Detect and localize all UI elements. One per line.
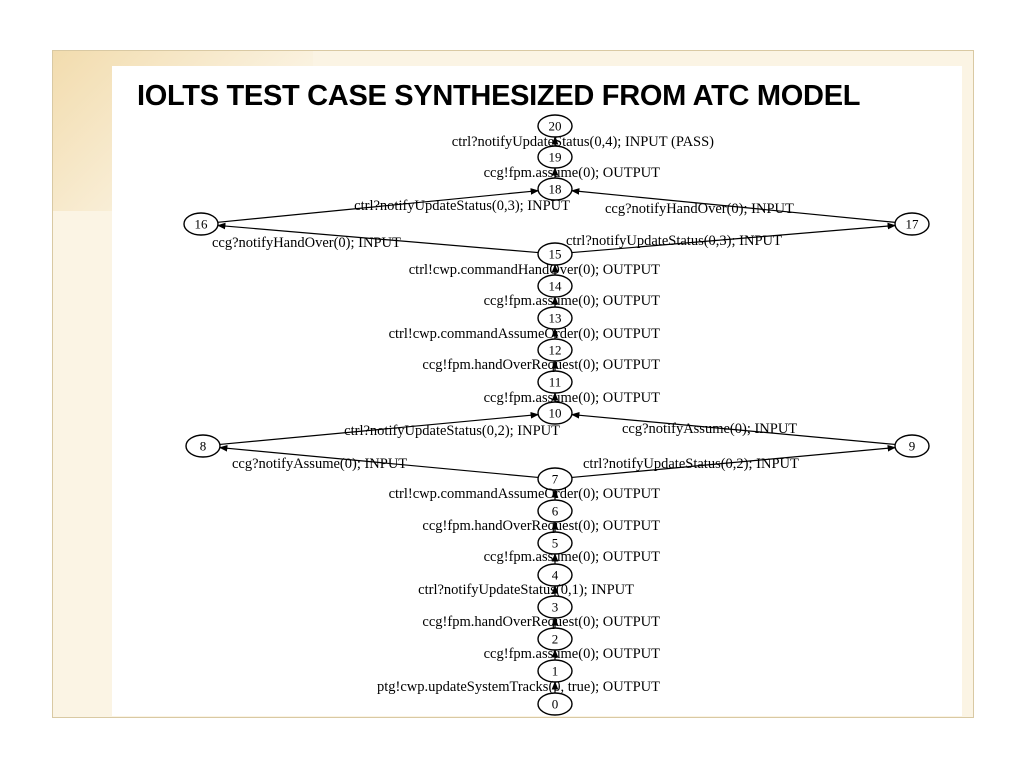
- slide-title: IOLTS TEST CASE SYNTHESIZED FROM ATC MOD…: [137, 80, 861, 112]
- state-circle: [537, 692, 573, 716]
- state-number: 0: [552, 697, 559, 712]
- state-circle: [537, 595, 573, 619]
- state-number: 9: [909, 439, 916, 454]
- state-circle: [537, 499, 573, 523]
- state-node-4: 4: [537, 563, 573, 587]
- transition-arrow-7-9: [571, 444, 897, 479]
- transition-label: ctrl?notifyUpdateStatus(0,3); INPUT: [566, 233, 782, 249]
- transition-label: ccg!fpm.handOverRequest(0); OUTPUT: [422, 357, 660, 373]
- state-number: 15: [549, 247, 562, 262]
- state-number: 2: [552, 632, 559, 647]
- transition-label: ctrl!cwp.commandAssumeOrder(0); OUTPUT: [389, 326, 661, 342]
- state-circle: [537, 563, 573, 587]
- transition-label: ctrl?notifyUpdateStatus(0,4); INPUT (PAS…: [452, 134, 714, 150]
- state-number: 7: [552, 472, 559, 487]
- state-node-2: 2: [537, 627, 573, 651]
- transition-arrow-16-18: [217, 188, 540, 223]
- transition-label: ccg!fpm.assume(0); OUTPUT: [484, 165, 661, 181]
- state-number: 10: [549, 406, 562, 421]
- transition-label: ctrl!cwp.commandAssumeOrder(0); OUTPUT: [389, 486, 661, 502]
- transition-label: ctrl?notifyUpdateStatus(0,3); INPUT: [354, 198, 570, 214]
- state-number: 3: [552, 600, 559, 615]
- state-circle: [183, 212, 219, 236]
- state-node-1: 1: [537, 659, 573, 683]
- state-node-0: 0: [537, 692, 573, 716]
- state-circle: [537, 145, 573, 169]
- transition-arrow-7-8: [218, 444, 539, 479]
- state-number: 14: [549, 279, 563, 294]
- transition-label: ctrl?notifyUpdateStatus(0,1); INPUT: [418, 582, 634, 598]
- state-node-15: 15: [537, 242, 573, 266]
- state-node-13: 13: [537, 306, 573, 330]
- state-number: 17: [906, 217, 920, 232]
- state-node-10: 10: [537, 401, 573, 425]
- state-circle: [537, 306, 573, 330]
- state-node-11: 11: [537, 370, 573, 394]
- state-node-12: 12: [537, 338, 573, 362]
- state-number: 13: [549, 311, 562, 326]
- state-number: 6: [552, 504, 559, 519]
- state-circle: [537, 114, 573, 138]
- state-node-18: 18: [537, 177, 573, 201]
- transition-label: ccg!fpm.handOverRequest(0); OUTPUT: [422, 614, 660, 630]
- state-node-17: 17: [894, 212, 930, 236]
- state-number: 20: [549, 119, 562, 134]
- state-circle: [537, 401, 573, 425]
- state-number: 8: [200, 439, 207, 454]
- state-node-9: 9: [894, 434, 930, 458]
- state-number: 5: [552, 536, 559, 551]
- state-circle: [537, 177, 573, 201]
- state-circle: [537, 338, 573, 362]
- state-circle: [537, 467, 573, 491]
- state-node-8: 8: [185, 434, 221, 458]
- state-circle: [894, 212, 930, 236]
- transition-label: ccg?notifyHandOver(0); INPUT: [212, 235, 401, 251]
- transition-arrow-15-17: [571, 222, 896, 254]
- content-panel: [112, 66, 962, 716]
- state-node-6: 6: [537, 499, 573, 523]
- state-node-7: 7: [537, 467, 573, 491]
- state-number: 16: [195, 217, 209, 232]
- transition-arrow-17-18: [570, 188, 896, 223]
- transition-arrow-15-16: [217, 222, 539, 254]
- transition-label: ctrl?notifyUpdateStatus(0,2); INPUT: [344, 423, 560, 439]
- state-number: 19: [549, 150, 562, 165]
- transition-label: ctrl!cwp.commandHandOver(0); OUTPUT: [409, 262, 660, 278]
- state-circle: [537, 274, 573, 298]
- state-circle: [894, 434, 930, 458]
- transition-label: ccg?notifyAssume(0); INPUT: [622, 421, 797, 437]
- transition-label: ccg!fpm.assume(0); OUTPUT: [484, 549, 661, 565]
- state-circle: [537, 242, 573, 266]
- state-number: 11: [549, 375, 562, 390]
- transition-label: ccg?notifyHandOver(0); INPUT: [605, 201, 794, 217]
- transition-label: ctrl?notifyUpdateStatus(0,2); INPUT: [583, 456, 799, 472]
- state-number: 1: [552, 664, 559, 679]
- state-circle: [185, 434, 221, 458]
- state-number: 12: [549, 343, 562, 358]
- transition-label: ccg!fpm.assume(0); OUTPUT: [484, 390, 661, 406]
- state-circle: [537, 370, 573, 394]
- state-node-3: 3: [537, 595, 573, 619]
- state-circle: [537, 627, 573, 651]
- state-node-5: 5: [537, 531, 573, 555]
- state-node-16: 16: [183, 212, 219, 236]
- transition-label: ccg!fpm.assume(0); OUTPUT: [484, 293, 661, 309]
- transition-label: ccg!fpm.assume(0); OUTPUT: [484, 646, 661, 662]
- state-node-19: 19: [537, 145, 573, 169]
- state-number: 18: [549, 182, 562, 197]
- transition-label: ccg!fpm.handOverRequest(0); OUTPUT: [422, 518, 660, 534]
- transition-arrow-9-10: [570, 411, 896, 446]
- transition-label: ptg!cwp.updateSystemTracks(0, true); OUT…: [377, 679, 660, 695]
- state-node-20: 20: [537, 114, 573, 138]
- state-circle: [537, 531, 573, 555]
- state-node-14: 14: [537, 274, 573, 298]
- transition-label: ccg?notifyAssume(0); INPUT: [232, 456, 407, 472]
- transition-arrow-8-10: [219, 411, 540, 446]
- state-number: 4: [552, 568, 559, 583]
- state-circle: [537, 659, 573, 683]
